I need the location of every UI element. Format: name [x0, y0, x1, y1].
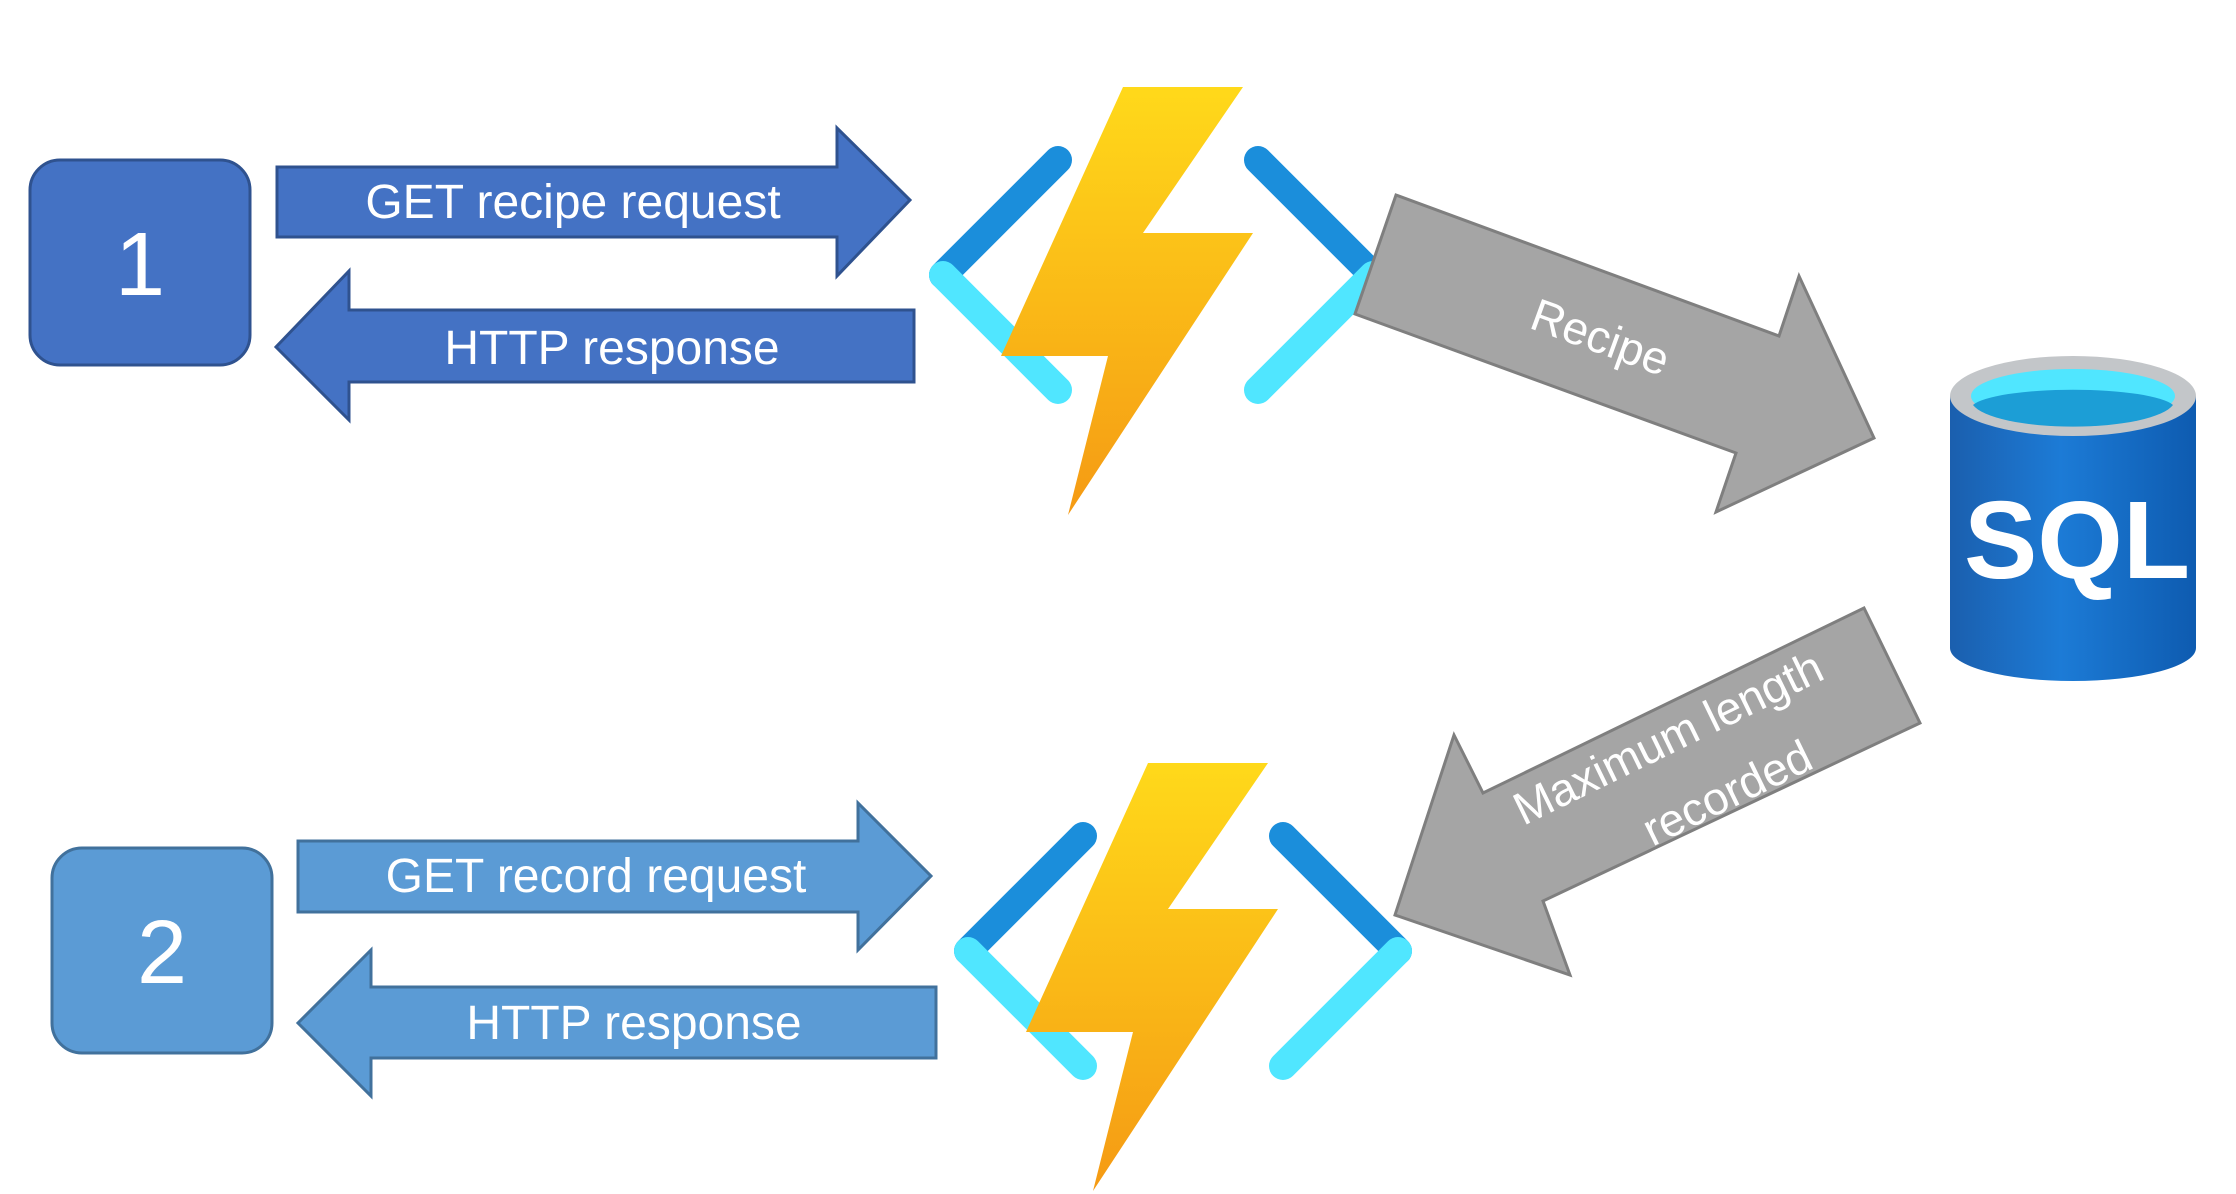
http-response-arrow-1	[273, 267, 916, 424]
azure-functions-icon	[943, 87, 1373, 515]
recipe-to-db-arrow	[1353, 193, 1876, 515]
azure-functions-icon-2	[968, 763, 1398, 1191]
client-node-1	[28, 158, 252, 367]
get-recipe-request-arrow	[275, 124, 913, 280]
sql-label: SQL	[1964, 479, 2190, 602]
sql-database-icon: SQL	[1950, 356, 2196, 681]
http-response-arrow-2	[295, 946, 938, 1100]
http-response-label-2: HTTP response	[466, 997, 801, 1050]
get-record-request-arrow	[296, 799, 934, 954]
client-node-2-label: 2	[137, 903, 187, 1003]
client-node-1-label: 1	[115, 215, 165, 315]
get-record-request-label: GET record request	[386, 850, 807, 903]
http-response-label-1: HTTP response	[444, 322, 779, 375]
get-recipe-request-label: GET recipe request	[365, 176, 780, 229]
client-node-2	[50, 846, 274, 1055]
max-length-from-db-arrow	[1393, 605, 1923, 978]
